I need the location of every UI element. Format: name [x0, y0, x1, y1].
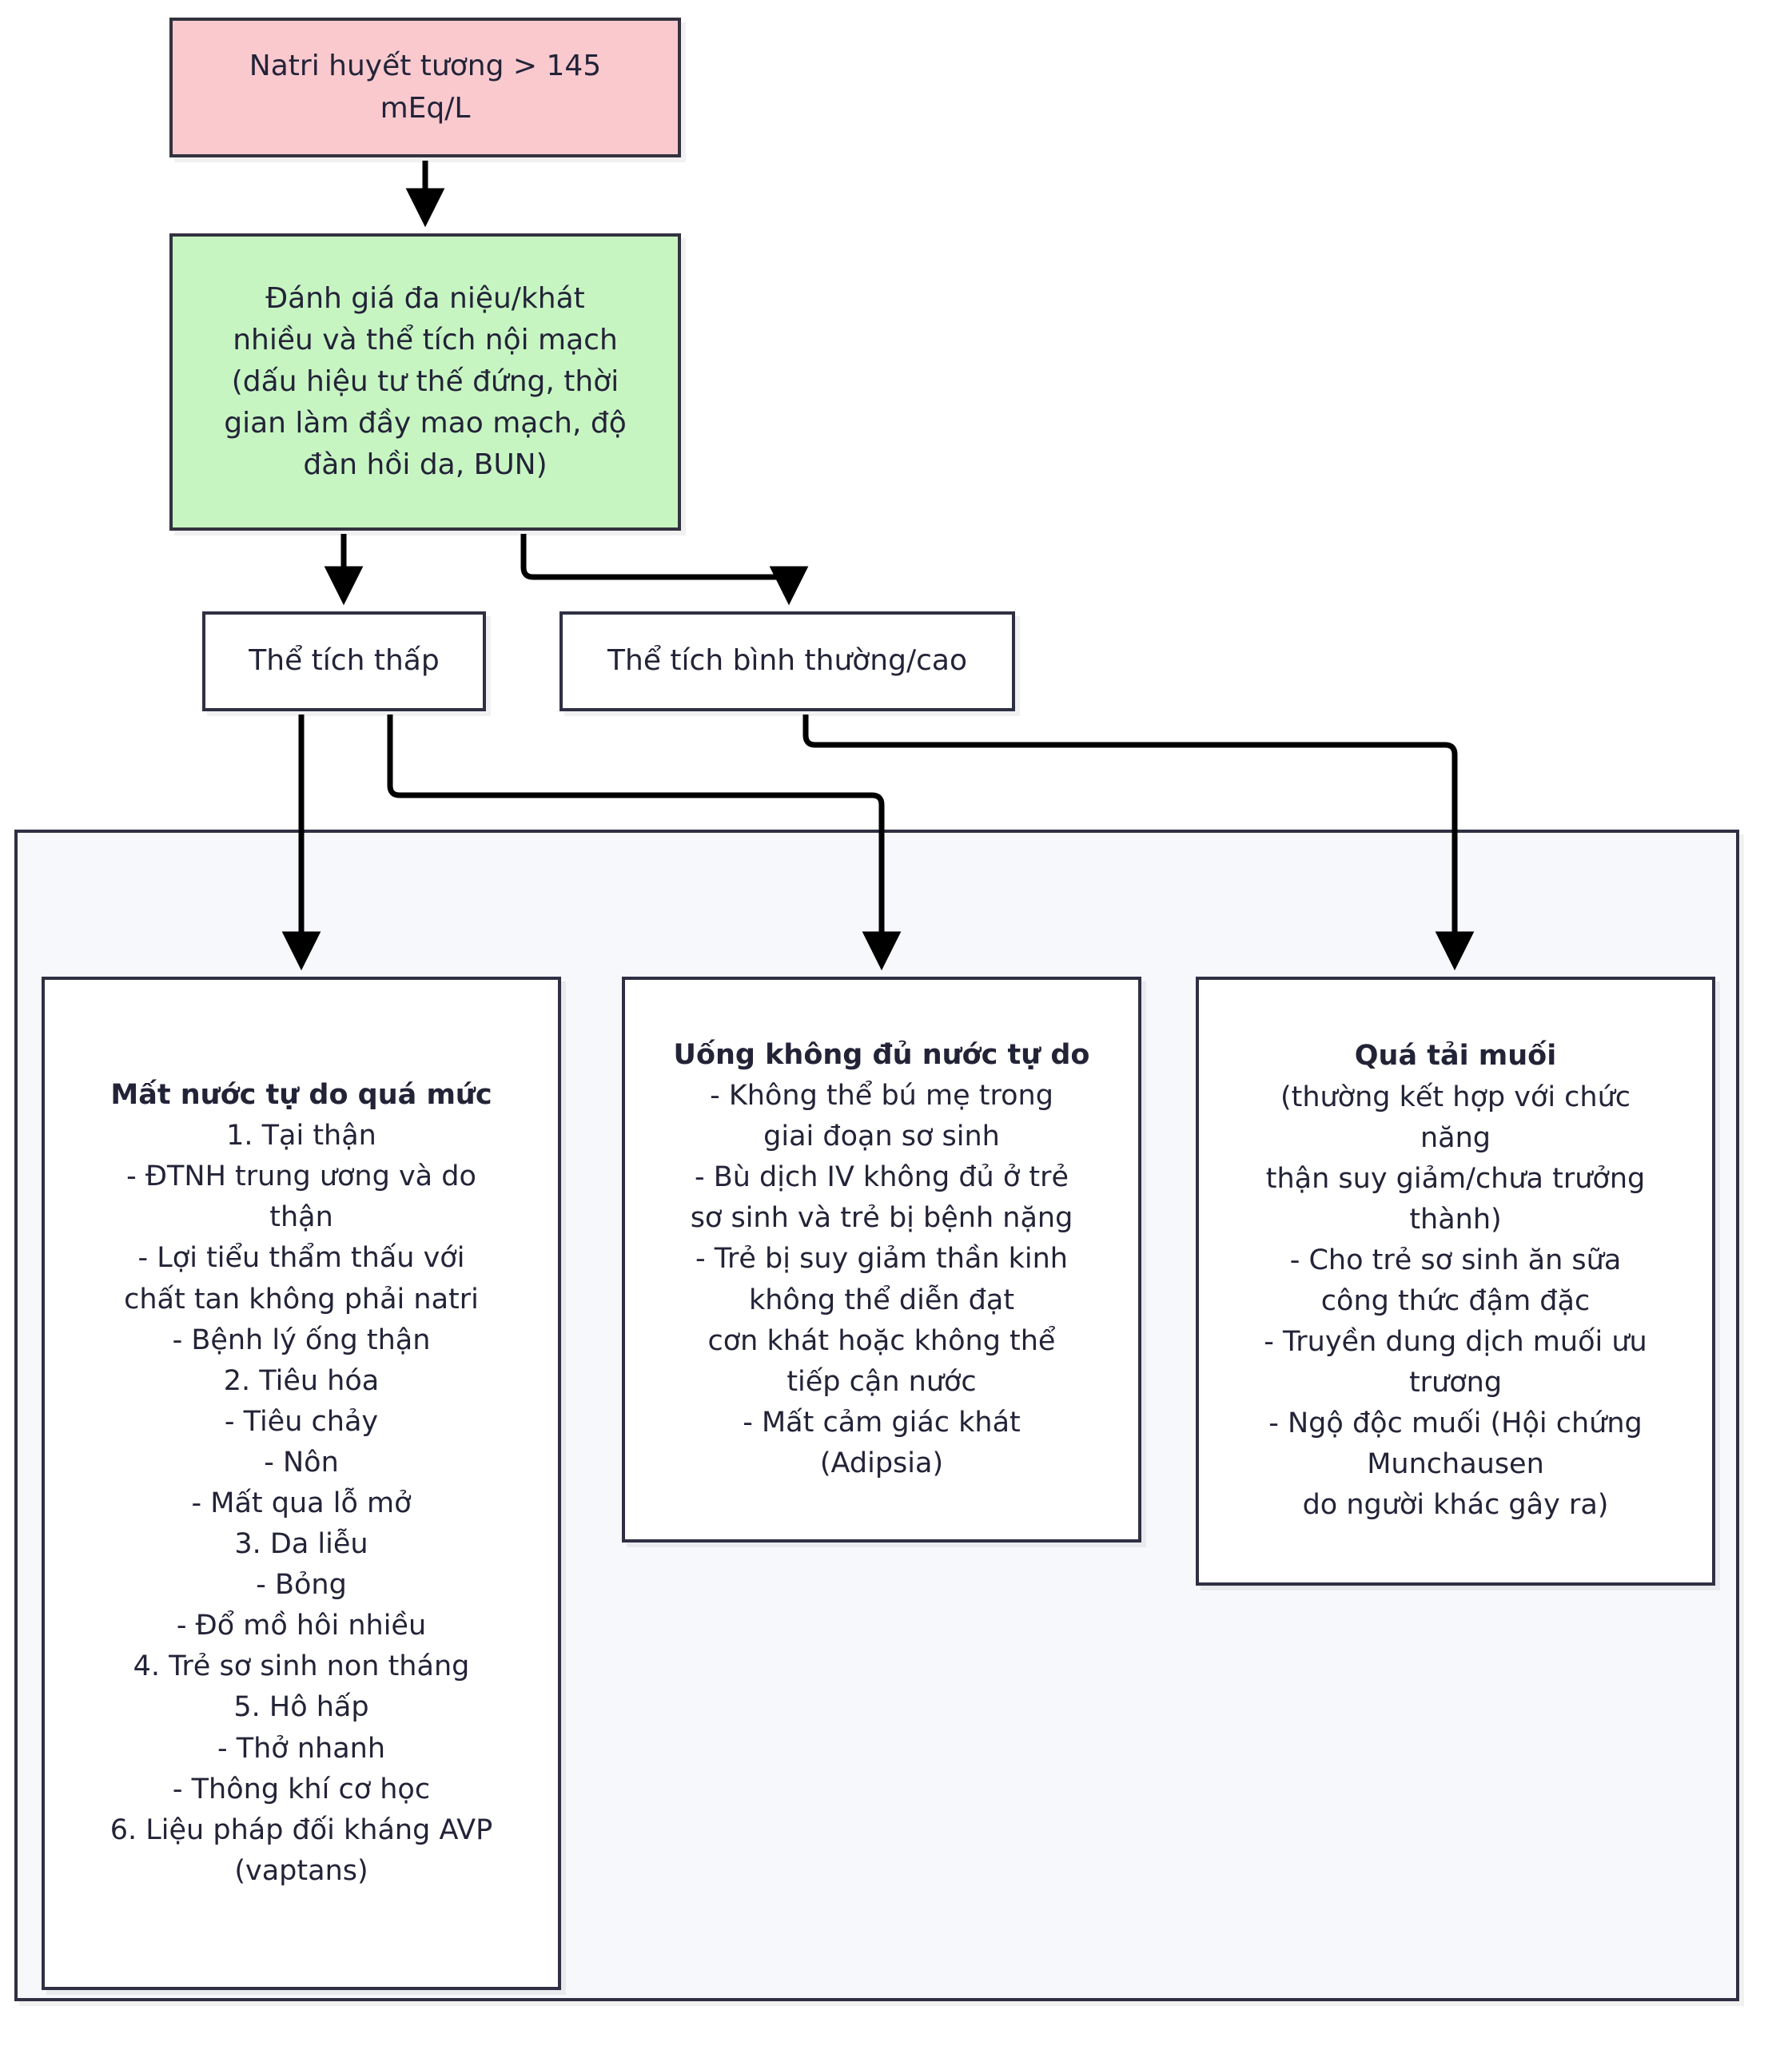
node-line: giai đoạn sơ sinh	[763, 1121, 1000, 1153]
node-line: - Nôn	[264, 1446, 339, 1479]
node-line: gian làm đầy mao mạch, độ	[224, 407, 627, 440]
node-line: sơ sinh và trẻ bị bệnh nặng	[690, 1202, 1073, 1235]
node-line: nhiều và thể tích nội mạch	[233, 323, 618, 356]
node-line: Natri huyết tương > 145	[249, 50, 602, 83]
node-line: Thể tích bình thường/cao	[607, 644, 967, 678]
node-excess-free-water-loss[interactable]: Mất nước tự do quá mức 1. Tại thận - ĐTN…	[42, 977, 561, 1990]
node-line: 5. Hô hấp	[233, 1691, 369, 1724]
node-plasma-sodium-threshold[interactable]: Natri huyết tương > 145 mEq/L	[169, 18, 681, 157]
node-line: chất tan không phải natri	[124, 1283, 479, 1316]
node-title: Quá tải muối	[1354, 1040, 1557, 1073]
node-line: - Thở nhanh	[217, 1732, 386, 1765]
node-line: - Thông khí cơ học	[172, 1773, 431, 1805]
node-line: 4. Trẻ sơ sinh non tháng	[133, 1650, 470, 1683]
node-line: cơn khát hoặc không thể	[707, 1324, 1056, 1357]
node-line: mEq/L	[380, 91, 471, 125]
node-line: thận	[269, 1201, 333, 1234]
node-line: 6. Liệu pháp đối kháng AVP	[110, 1813, 493, 1846]
node-line: - Bệnh lý ống thận	[172, 1324, 431, 1356]
node-line: Thể tích thấp	[249, 644, 440, 678]
node-title: Mất nước tự do quá mức	[110, 1079, 492, 1112]
node-line: tiếp cận nước	[786, 1365, 977, 1398]
node-line: - Mất qua lỗ mở	[191, 1487, 412, 1519]
node-line: 3. Da liễu	[234, 1528, 368, 1561]
node-line: thành)	[1409, 1203, 1502, 1236]
node-line: - Mất cảm giác khát	[743, 1406, 1021, 1439]
node-line: (vaptans)	[234, 1854, 368, 1887]
node-line: - Cho trẻ sơ sinh ăn sữa	[1289, 1244, 1622, 1276]
node-line: - Bù dịch IV không đủ ở trẻ	[694, 1161, 1069, 1194]
node-line: - Truyền dung dịch muối ưu	[1264, 1326, 1647, 1359]
node-low-volume-branch[interactable]: Thể tích thấp	[202, 611, 486, 711]
node-line: - Không thể bú mẹ trong	[710, 1080, 1053, 1113]
node-inadequate-free-water-intake[interactable]: Uống không đủ nước tự do - Không thể bú …	[622, 977, 1141, 1542]
node-line: thận suy giảm/chưa trưởng	[1265, 1162, 1646, 1195]
node-line: trương	[1408, 1367, 1503, 1399]
node-line: công thức đậm đặc	[1320, 1285, 1591, 1317]
node-line: (dấu hiệu tư thế đứng, thời	[231, 364, 619, 398]
node-line: - Đổ mồ hôi nhiều	[176, 1610, 427, 1642]
node-line: - Trẻ bị suy giảm thần kinh	[695, 1243, 1068, 1276]
node-line: (thường kết hợp với chức	[1280, 1081, 1631, 1113]
node-line: - Ngộ độc muối (Hội chứng	[1268, 1407, 1643, 1440]
node-salt-overload[interactable]: Quá tải muối (thường kết hợp với chức nă…	[1196, 977, 1715, 1586]
node-line: Munchausen	[1367, 1448, 1544, 1481]
node-line: 1. Tại thận	[226, 1120, 376, 1152]
node-line: do người khác gây ra)	[1302, 1489, 1609, 1522]
node-line: không thể diễn đạt	[748, 1284, 1015, 1316]
node-line: (Adipsia)	[819, 1447, 944, 1479]
node-line: - Lợi tiểu thẩm thấu với	[137, 1242, 465, 1275]
node-line: 2. Tiêu hóa	[223, 1364, 380, 1397]
node-line: năng	[1420, 1121, 1491, 1154]
node-title: Uống không đủ nước tự do	[673, 1038, 1090, 1071]
node-line: đàn hồi da, BUN)	[303, 448, 548, 482]
node-normal-high-volume-branch[interactable]: Thể tích bình thường/cao	[560, 611, 1015, 711]
node-line: Đánh giá đa niệu/khát	[265, 281, 585, 315]
node-line: - Tiêu chảy	[224, 1405, 379, 1438]
node-line: - Bỏng	[256, 1569, 347, 1602]
node-assessment-step[interactable]: Đánh giá đa niệu/khát nhiều và thể tích …	[169, 233, 681, 531]
node-line: - ĐTNH trung ương và do	[126, 1160, 476, 1193]
edge-assess-to-normal-high-volume	[520, 534, 809, 606]
